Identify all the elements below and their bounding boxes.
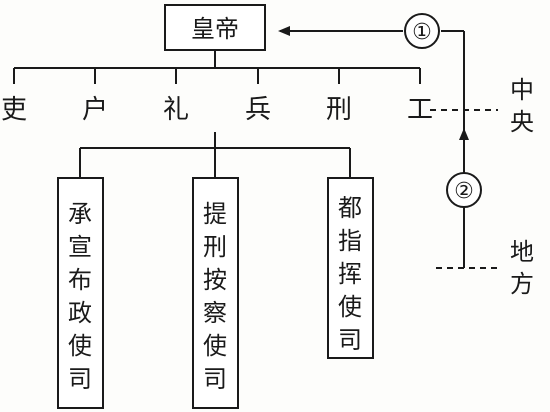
emperor-box (164, 4, 266, 51)
vertical-char: 提 (203, 200, 227, 228)
level-local-label: 地方 (510, 238, 534, 298)
vertical-char: 地 (510, 238, 534, 266)
office-box-chengxuan (57, 177, 104, 409)
emperor-label: 皇帝 (191, 15, 239, 43)
vertical-char: 使 (338, 293, 362, 321)
vertical-char: 使 (68, 332, 92, 360)
ministry-label-justice: 刑 (326, 95, 352, 125)
vertical-char: 指 (338, 227, 362, 255)
marker-2-label: ② (454, 179, 474, 204)
vertical-char: 布 (68, 266, 92, 294)
ministry-label-war: 兵 (245, 95, 271, 125)
vertical-char: 中 (510, 76, 534, 104)
vertical-char: 挥 (338, 260, 362, 288)
marker-1-label: ① (412, 20, 432, 45)
vertical-char: 宣 (68, 233, 92, 261)
vertical-char: 司 (68, 365, 92, 393)
ministry-label-rites: 礼 (163, 95, 189, 125)
vertical-char: 承 (68, 200, 92, 228)
office-box-tixing (192, 177, 239, 409)
marker-2-circle (446, 172, 482, 208)
vertical-char: 都 (338, 194, 362, 222)
ministry-label-works: 工 (407, 95, 433, 125)
vertical-char: 刑 (203, 233, 227, 261)
vertical-char: 政 (68, 299, 92, 327)
level-central-label: 中央 (510, 76, 534, 136)
vertical-char: 方 (510, 270, 534, 298)
marker-1-circle (404, 13, 440, 49)
ministry-label-hu: 户 (82, 95, 108, 125)
vertical-char: 央 (510, 108, 534, 136)
office-box-duzhihui (327, 177, 374, 359)
vertical-char: 司 (203, 365, 227, 393)
vertical-char: 察 (203, 299, 227, 327)
vertical-char: 司 (338, 326, 362, 354)
vertical-char: 按 (203, 266, 227, 294)
vertical-char: 使 (203, 332, 227, 360)
ministry-label-li: 吏 (1, 95, 27, 125)
